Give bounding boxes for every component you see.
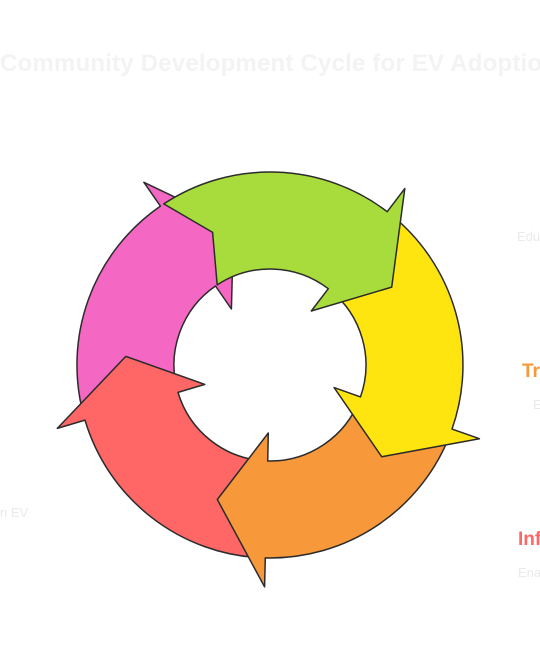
cycle-arrow-green: [163, 171, 406, 312]
cycle-arrow-pink: [76, 181, 235, 418]
stage-title-right-middle: Tr: [522, 361, 540, 382]
stage-description-right-bottom: Ena: [518, 565, 540, 580]
stage-title-right-bottom: Inf: [518, 529, 540, 550]
stage-description-left-bottom: n EV: [0, 505, 29, 520]
stage-description-right-top: Edu: [517, 229, 540, 244]
cycle-arrow-red: [56, 355, 267, 559]
page-title: Community Development Cycle for EV Adopt…: [0, 50, 540, 77]
stage-description-right-middle: E: [533, 397, 540, 412]
